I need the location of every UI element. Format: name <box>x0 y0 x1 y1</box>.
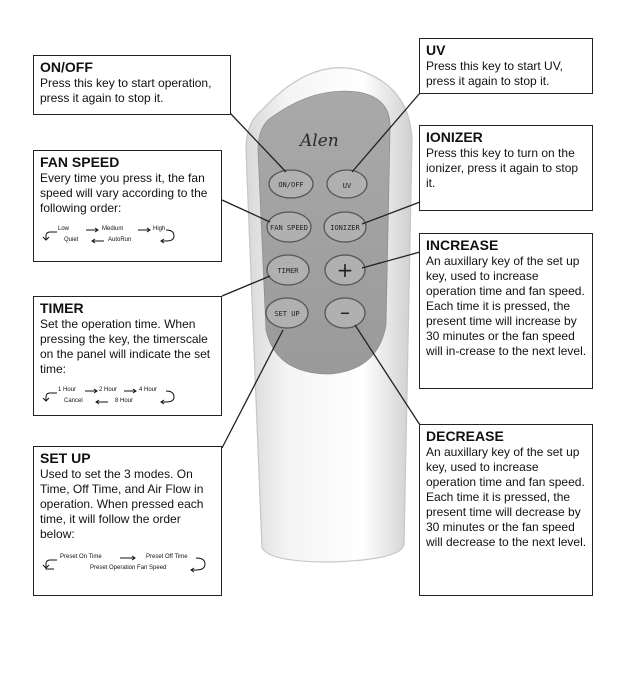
leader-setup <box>221 329 284 449</box>
decrease-title: DECREASE <box>426 428 504 444</box>
uv-key[interactable]: UV <box>326 169 368 199</box>
ionizer-key-label: IONIZER <box>330 224 360 232</box>
timer-sequence-arrows <box>42 388 175 405</box>
plus-key[interactable]: + <box>324 254 366 286</box>
leader-lines <box>221 92 421 449</box>
timer-key-label: TIMER <box>277 267 299 275</box>
timer-description-box: TIMER Set the operation time. When press… <box>33 296 222 416</box>
seq-low: Low <box>58 226 70 232</box>
onoff-key-label: ON/OFF <box>278 181 303 189</box>
timer-key[interactable]: TIMER <box>266 254 310 286</box>
plus-key-label: + <box>337 258 354 282</box>
leader-decrease <box>354 324 421 426</box>
leader-ionizer <box>361 201 421 225</box>
setup-sequence: Preset On Time Preset Off Time Preset Op… <box>40 552 216 576</box>
fan-speed-key[interactable]: FAN SPEED <box>266 211 312 243</box>
uv-description-box: UV Press this key to start UV, press it … <box>419 38 593 94</box>
seq-cancel: Cancel <box>64 398 83 404</box>
timer-title: TIMER <box>40 300 84 316</box>
setup-key-label: SET UP <box>274 310 299 318</box>
minus-key[interactable]: – <box>324 297 366 329</box>
fanspeed-text: Every time you press it, the fan speed w… <box>40 171 208 215</box>
seq-8-hour: 8 Hour <box>115 398 134 404</box>
fanspeed-description-box: FAN SPEED Every time you press it, the f… <box>33 150 222 262</box>
onoff-title: ON/OFF <box>40 59 93 75</box>
seq-preset-on-time: Preset On Time <box>60 554 102 560</box>
onoff-description-box: ON/OFF Press this key to start operation… <box>33 55 231 115</box>
seq-2-hour: 2 Hour <box>99 387 118 393</box>
leader-increase <box>361 251 421 269</box>
seq-preset-off-time: Preset Off Time <box>146 554 188 560</box>
seq-quiet: Quiet <box>64 237 79 243</box>
leader-onoff <box>229 112 287 173</box>
ionizer-text: Press this key to turn on the ionizer, p… <box>426 146 579 190</box>
fanspeed-sequence-arrows <box>42 227 175 244</box>
leader-timer <box>221 275 271 297</box>
fanspeed-sequence: Low Medium High Quiet AutoRun <box>40 224 216 248</box>
minus-key-label: – <box>340 300 350 324</box>
seq-autorun: AutoRun <box>108 237 132 243</box>
ionizer-key[interactable]: IONIZER <box>323 211 367 243</box>
seq-1-hour: 1 Hour <box>58 387 77 393</box>
ionizer-description-box: IONIZER Press this key to turn on the io… <box>419 125 593 211</box>
decrease-description-box: DECREASE An auxillary key of the set up … <box>419 424 593 596</box>
timer-text: Set the operation time. When pressing th… <box>40 317 211 376</box>
seq-medium: Medium <box>102 226 124 232</box>
timer-sequence: 1 Hour 2 Hour 4 Hour Cancel 8 Hour <box>40 385 216 409</box>
seq-preset-fan-speed: Preset Operation Fan Speed <box>90 565 167 571</box>
increase-description-box: INCREASE An auxillary key of the set up … <box>419 233 593 389</box>
fanspeed-title: FAN SPEED <box>40 154 120 170</box>
decrease-text: An auxillary key of the set up key, used… <box>426 445 587 549</box>
ionizer-title: IONIZER <box>426 129 483 145</box>
seq-high: High <box>153 226 166 232</box>
leader-uv <box>351 92 421 173</box>
uv-key-label: UV <box>343 182 352 190</box>
onoff-text: Press this key to start operation, press… <box>40 76 212 105</box>
leader-fanspeed <box>221 199 271 223</box>
seq-4-hour: 4 Hour <box>139 387 158 393</box>
brand-logo: Alen <box>298 131 339 151</box>
fan-speed-key-label: FAN SPEED <box>270 224 308 232</box>
onoff-key[interactable]: ON/OFF <box>268 169 314 199</box>
increase-title: INCREASE <box>426 237 499 253</box>
setup-key[interactable]: SET UP <box>265 297 309 329</box>
setup-title: SET UP <box>40 450 91 466</box>
setup-description-box: SET UP Used to set the 3 modes. On Time,… <box>33 446 222 596</box>
setup-sequence-arrows <box>42 555 206 573</box>
uv-title: UV <box>426 42 446 58</box>
setup-text: Used to set the 3 modes. On Time, Off Ti… <box>40 467 204 541</box>
increase-text: An auxillary key of the set up key, used… <box>426 254 587 358</box>
uv-text: Press this key to start UV, press it aga… <box>426 59 563 88</box>
